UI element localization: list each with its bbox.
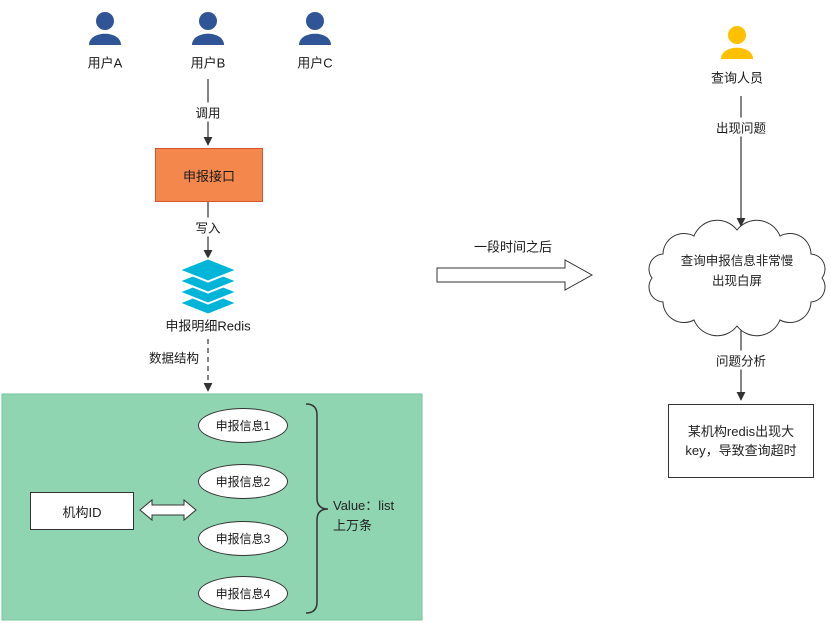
curly-brace [305,403,329,614]
info-item-2-label: 申报信息2 [215,475,271,489]
structure-label: 数据结构 [144,347,204,367]
org-id-label: 机构ID [62,504,102,520]
user-a-label: 用户A [87,55,123,71]
info-item-1: 申报信息1 [198,408,288,443]
double-arrow [139,498,197,522]
info-item-2: 申报信息2 [198,464,288,499]
info-item-3-label: 申报信息3 [215,532,271,546]
problem-label: 出现问题 [711,117,771,137]
analysis-label: 问题分析 [711,350,771,370]
info-item-3: 申报信息3 [198,521,288,556]
value-annotation-line2: 上万条 [333,518,373,533]
user-b-icon [192,12,224,45]
org-id-box: 机构ID [30,492,134,530]
user-c-icon [299,12,331,45]
query-person-label: 查询人员 [710,70,764,86]
cloud-text-line2: 出现白屏 [711,274,763,288]
conclusion-text: 某机构redis出现大key，导致查询超时 [685,424,797,458]
redis-icon [176,257,240,316]
query-person-icon [721,26,753,59]
api-box: 申报接口 [155,148,263,202]
cloud-text-line1: 查询申报信息非常慢 [680,254,794,268]
info-item-1-label: 申报信息1 [215,419,271,433]
time-block-arrow [436,259,594,291]
value-annotation-line1: Value：list [333,498,395,513]
info-item-4: 申报信息4 [198,576,288,611]
redis-label: 申报明细Redis [165,318,251,334]
conclusion-box: 某机构redis出现大key，导致查询超时 [668,404,814,478]
value-annotation: Value：list 上万条 [333,496,394,536]
cloud-text: 查询申报信息非常慢 出现白屏 [681,251,794,291]
call-label: 调用 [191,102,225,122]
user-a-icon [89,12,121,45]
user-c-label: 用户C [297,55,333,71]
cloud-shape [648,219,826,337]
write-label: 写入 [191,217,225,237]
info-item-4-label: 申报信息4 [215,587,271,601]
user-b-label: 用户B [190,55,226,71]
time-label: 一段时间之后 [473,239,553,255]
api-box-label: 申报接口 [182,168,235,184]
